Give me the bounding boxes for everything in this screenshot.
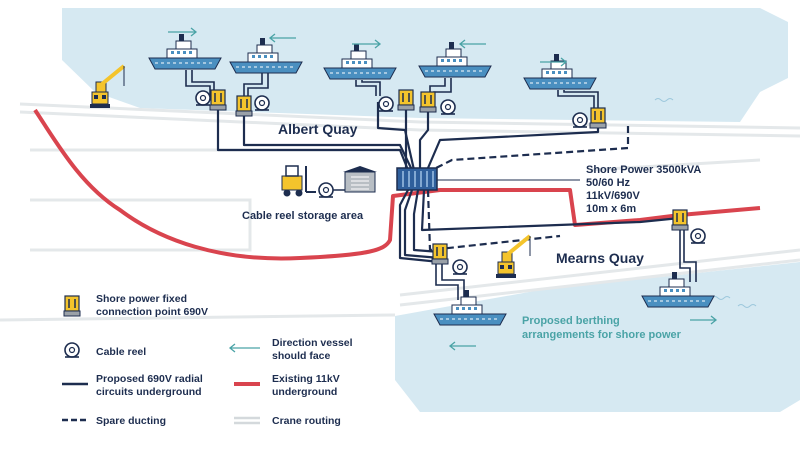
legend-direction-1: Direction vessel <box>272 337 353 349</box>
legend-existing-1: Existing 11kV <box>272 373 340 385</box>
legend-item-direction: Direction vessel should face <box>228 337 353 362</box>
legend-radial-2: circuits underground <box>96 386 202 398</box>
cable-reel-icon <box>572 112 588 128</box>
connection-point-icon <box>589 107 607 129</box>
legend-spare-ducting: Spare ducting <box>96 415 166 427</box>
connection-point-icon <box>419 91 437 113</box>
legend-item-cable-reel: Cable reel <box>64 342 146 358</box>
shore-power-frequency: 50/60 Hz <box>586 177 631 189</box>
connection-point-icon <box>671 209 689 231</box>
forklift-icon <box>281 165 316 197</box>
legend: Shore power fixed connection point 690V … <box>62 293 353 427</box>
connection-point-icon <box>235 95 253 117</box>
cable-reel-icon <box>690 228 706 244</box>
direction-arrow-icon <box>540 57 568 67</box>
existing-11kv-cable <box>33 108 761 261</box>
legend-crane-routing: Crane routing <box>272 415 341 427</box>
legend-item-existing: Existing 11kV underground <box>234 373 340 398</box>
substation-icon <box>396 167 438 191</box>
direction-arrow-icon <box>352 39 382 49</box>
direction-arrow-icon <box>690 315 718 325</box>
connection-point-icon <box>63 295 81 317</box>
vessel-cables <box>185 70 697 300</box>
cable-reel-icon <box>452 259 468 275</box>
water-ripples <box>654 98 757 308</box>
direction-arrow-icon <box>228 343 260 353</box>
cable-reel-icon <box>318 182 334 198</box>
shore-power-size: 10m x 6m <box>586 203 636 215</box>
cable-reel-icon <box>378 96 394 112</box>
connection-point-icon <box>431 243 449 265</box>
cable-reel-icon <box>440 99 456 115</box>
proposed-berthing-label-2: arrangements for shore power <box>522 329 682 341</box>
spare-ducting <box>426 126 630 252</box>
legend-item-spare-ducting: Spare ducting <box>62 415 166 427</box>
legend-fixed-point-1: Shore power fixed <box>96 293 187 305</box>
direction-arrow-icon <box>458 39 486 49</box>
cable-reel-icon <box>254 95 270 111</box>
shore-power-voltage: 11kV/690V <box>586 190 640 202</box>
direction-arrows <box>168 27 718 351</box>
legend-direction-2: should face <box>272 350 331 362</box>
direction-arrow-icon <box>168 27 198 37</box>
storage-shed-icon <box>343 166 377 193</box>
legend-item-crane-routing: Crane routing <box>234 415 341 427</box>
legend-existing-2: underground <box>272 386 337 398</box>
legend-item-fixed-point: Shore power fixed connection point 690V <box>63 293 208 318</box>
proposed-berthing-label-1: Proposed berthing <box>522 315 620 327</box>
albert-quay-label: Albert Quay <box>278 121 358 137</box>
legend-radial-1: Proposed 690V radial <box>96 373 203 385</box>
direction-arrow-icon <box>268 33 296 43</box>
shore-power-title: Shore Power 3500kVA <box>586 164 701 176</box>
legend-cable-reel: Cable reel <box>96 346 146 358</box>
mearns-quay-label: Mearns Quay <box>556 250 644 266</box>
connection-point-icon <box>397 89 415 111</box>
connection-point-icon <box>209 89 227 111</box>
direction-arrow-icon <box>448 341 476 351</box>
legend-item-radial: Proposed 690V radial circuits undergroun… <box>62 373 203 398</box>
cable-reel-storage-label: Cable reel storage area <box>242 210 364 222</box>
cable-reel-icon <box>64 342 80 358</box>
cable-reel-icon <box>195 90 211 106</box>
legend-fixed-point-2: connection point 690V <box>96 306 208 318</box>
